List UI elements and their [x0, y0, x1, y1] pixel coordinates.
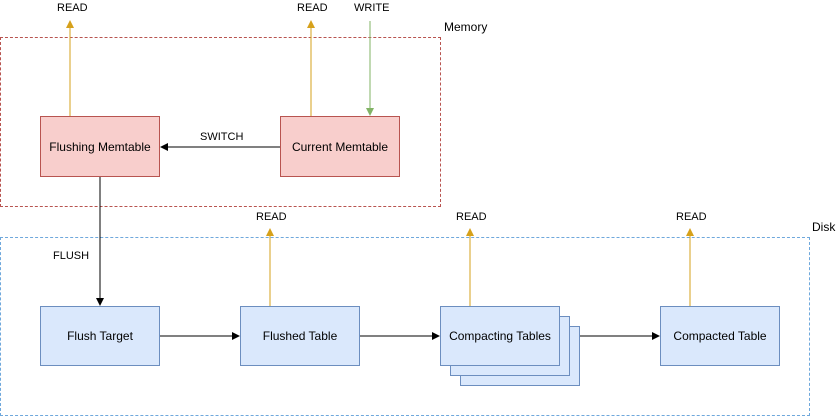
- flushing-memtable-node[interactable]: Flushing Memtable: [40, 116, 160, 177]
- write-label: WRITE: [354, 2, 390, 14]
- switch-label: SWITCH: [200, 131, 244, 143]
- read-label-compacting-tables: READ: [456, 211, 487, 223]
- disk-zone: [0, 237, 810, 416]
- flush-target-node[interactable]: Flush Target: [40, 306, 160, 366]
- memory-zone-label: Memory: [444, 20, 488, 34]
- compacted-table-node[interactable]: Compacted Table: [660, 306, 780, 366]
- memory-zone: [0, 37, 441, 207]
- read-label-flushing-memtable: READ: [57, 2, 88, 14]
- read-label-current-memtable: READ: [297, 2, 328, 14]
- flush-label: FLUSH: [53, 250, 90, 262]
- disk-zone-label: Disk: [812, 220, 836, 234]
- compacting-tables-node[interactable]: Compacting Tables: [440, 306, 560, 366]
- flushed-table-node[interactable]: Flushed Table: [240, 306, 360, 366]
- current-memtable-node[interactable]: Current Memtable: [280, 116, 400, 177]
- read-label-compacted-table: READ: [676, 211, 707, 223]
- read-label-flushed-table: READ: [256, 211, 287, 223]
